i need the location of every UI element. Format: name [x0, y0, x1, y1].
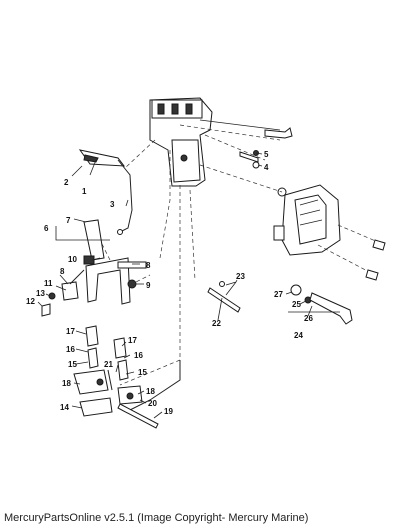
callout-14: 14 [60, 403, 69, 412]
callout-5: 5 [264, 150, 269, 159]
callout-12: 12 [26, 297, 35, 306]
rod-assembly [207, 281, 241, 313]
upper-right-hardware [239, 127, 386, 281]
callout-18a: 18 [62, 379, 71, 388]
exploded-parts-diagram: 1 2 3 4 5 6 7 8 8 9 10 11 12 13 14 15 15… [26, 97, 386, 429]
callout-20: 20 [148, 399, 157, 408]
callout-19: 19 [164, 407, 173, 416]
callout-22: 22 [212, 319, 221, 328]
linkage-upper-left [78, 149, 133, 235]
alignment-lines [99, 124, 386, 386]
callout-13: 13 [36, 289, 45, 298]
callout-26: 26 [304, 314, 313, 323]
callout-2: 2 [64, 178, 69, 187]
lower-cable [117, 360, 181, 429]
callout-17a: 17 [66, 327, 75, 336]
callout-16a: 16 [66, 345, 75, 354]
callout-3: 3 [110, 200, 115, 209]
main-housing [149, 97, 281, 187]
leader-lines [37, 152, 313, 419]
callout-27: 27 [274, 290, 283, 299]
callout-4: 4 [264, 163, 269, 172]
callout-17b: 17 [128, 336, 137, 345]
callout-24: 24 [294, 331, 303, 340]
callout-25: 25 [292, 300, 301, 309]
callout-11: 11 [44, 279, 53, 288]
callout-7: 7 [66, 216, 71, 225]
callout-9: 9 [146, 281, 151, 290]
image-copyright-caption: MercuryPartsOnline v2.5.1 (Image Copyrig… [4, 512, 309, 524]
callout-15a: 15 [68, 360, 77, 369]
callout-21: 21 [104, 360, 113, 369]
lower-lever-assembly [73, 325, 143, 417]
right-lower-linkage [288, 284, 353, 325]
callout-8a: 8 [146, 261, 151, 270]
callout-10: 10 [68, 255, 77, 264]
right-bracket [273, 184, 341, 256]
callout-18b: 18 [146, 387, 155, 396]
callout-1: 1 [82, 187, 87, 196]
shift-lever-assembly [41, 219, 147, 317]
callout-labels: 1 2 3 4 5 6 7 8 8 9 10 11 12 13 14 15 15… [26, 150, 313, 416]
callout-15b: 15 [138, 368, 147, 377]
callout-8b: 8 [60, 267, 65, 276]
callout-6: 6 [44, 224, 49, 233]
callout-16b: 16 [134, 351, 143, 360]
callout-23: 23 [236, 272, 245, 281]
